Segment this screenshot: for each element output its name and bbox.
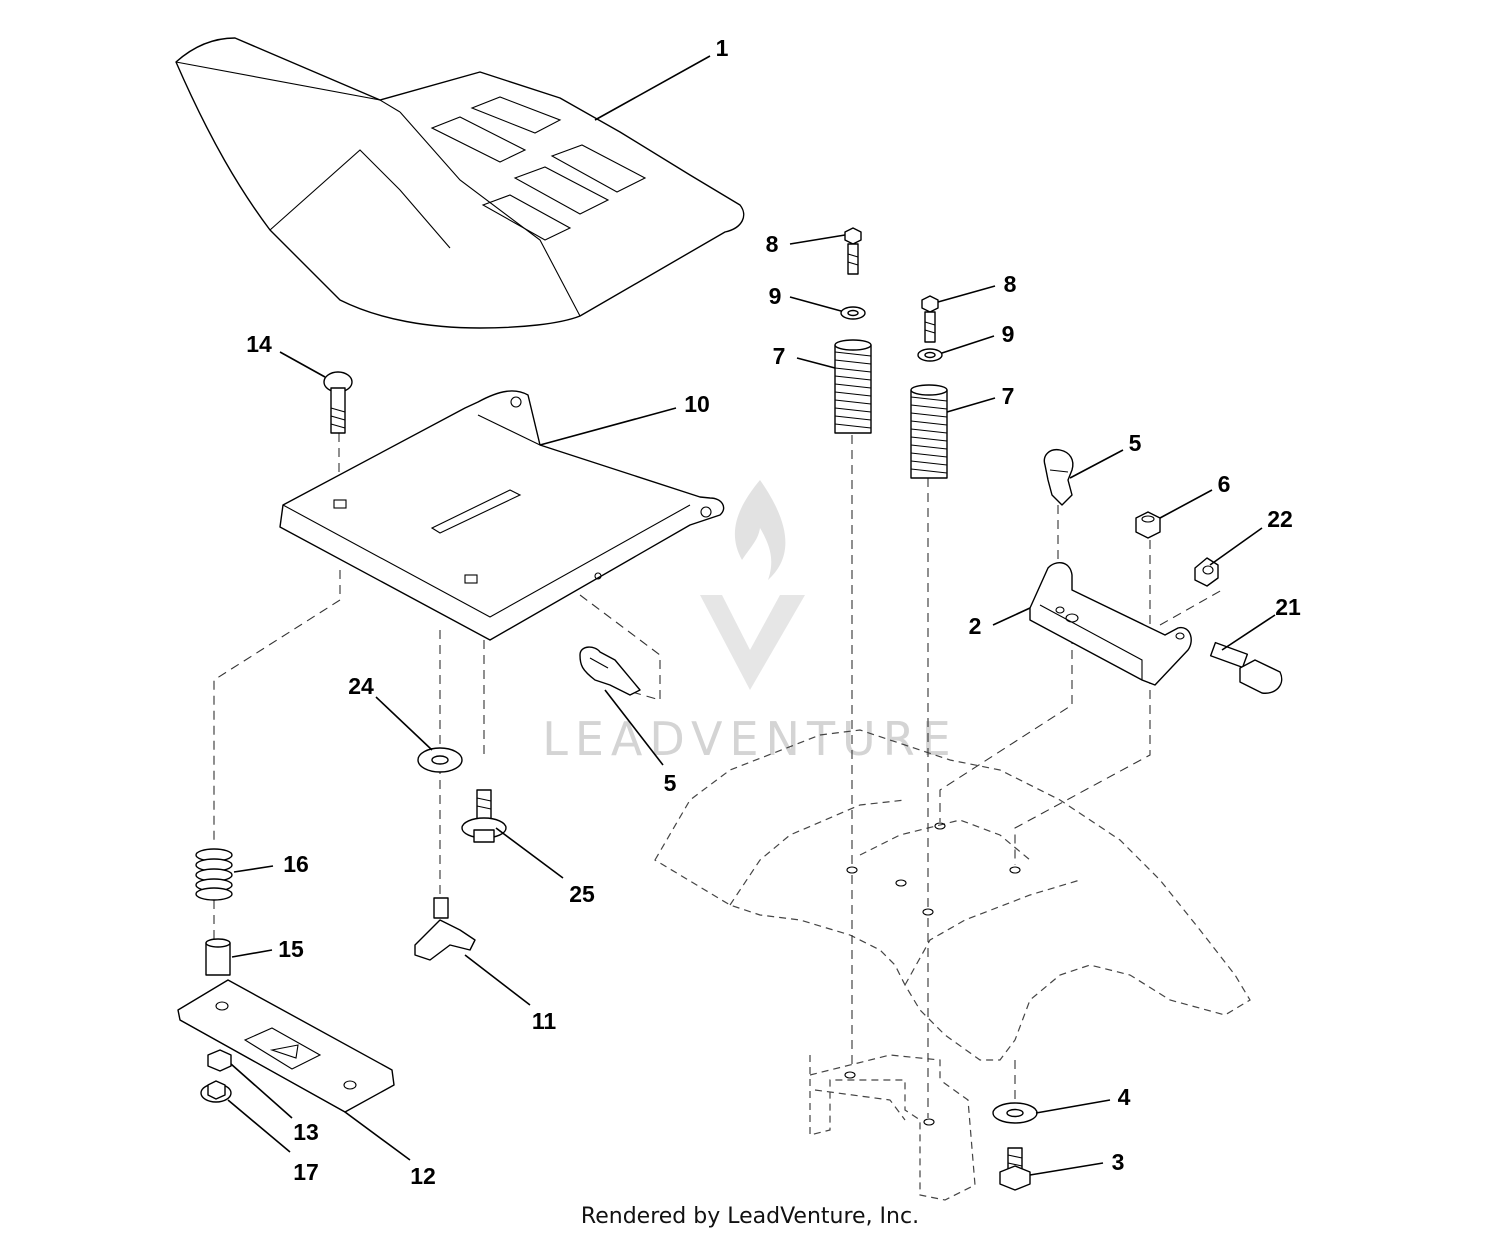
callout-10: 10 [539,391,710,446]
callout-13: 13 [230,1063,319,1145]
callout-5-left: 5 [604,689,677,796]
callout-24: 24 [348,673,433,751]
callout-4: 4 [1035,1084,1131,1114]
svg-text:22: 22 [1267,506,1293,532]
seat-bracket-plate-part [177,979,395,1113]
adjustment-knob-part [414,897,476,961]
callout-7-left: 7 [773,343,836,369]
spacer-part [205,938,231,976]
svg-text:9: 9 [769,283,782,309]
carriage-bolt-part [323,371,353,434]
lock-nut-part [1135,511,1161,539]
shoulder-bolt-part-21 [1209,641,1283,694]
callout-22: 22 [1209,506,1293,566]
callout-5-right: 5 [1069,430,1142,479]
screw-part [921,295,939,343]
flange-nut-part [200,1080,232,1103]
seat-spring-part-left [834,339,872,434]
hex-bolt-part [999,1147,1031,1191]
callout-2: 2 [969,607,1031,639]
mower-frame-outline [654,729,1251,1201]
svg-text:7: 7 [773,343,786,369]
callout-14: 14 [246,331,326,378]
flat-washer-part-4 [992,1102,1038,1124]
svg-text:15: 15 [278,936,304,962]
callout-12: 12 [344,1111,436,1189]
svg-text:4: 4 [1118,1084,1131,1110]
svg-text:17: 17 [293,1159,319,1185]
svg-text:13: 13 [293,1119,319,1145]
svg-text:14: 14 [246,331,272,357]
svg-text:24: 24 [348,673,374,699]
callout-15: 15 [231,936,304,962]
hex-nut-part [207,1049,232,1072]
lock-washer-part [840,306,866,320]
svg-text:21: 21 [1275,594,1301,620]
svg-text:8: 8 [766,231,779,257]
callout-11: 11 [464,954,557,1034]
seat-spring-part-right [910,384,948,479]
callout-3: 3 [1029,1149,1125,1176]
callout-16: 16 [233,851,309,877]
callout-17: 17 [227,1099,319,1185]
svg-text:11: 11 [532,1008,557,1034]
svg-text:25: 25 [569,881,595,907]
clip-part-right [1043,448,1074,506]
callout-1: 1 [594,35,729,121]
svg-text:10: 10 [684,391,710,417]
svg-text:5: 5 [664,770,677,796]
screw-part [844,227,862,275]
callout-9-left: 9 [769,283,842,312]
callout-9-right: 9 [941,321,1015,354]
svg-text:2: 2 [969,613,982,639]
callout-25: 25 [495,827,595,907]
render-credit: Rendered by LeadVenture, Inc. [580,1204,920,1229]
watermark-v-icon [700,595,805,690]
svg-text:16: 16 [283,851,309,877]
svg-text:8: 8 [1004,271,1017,297]
callout-21: 21 [1221,594,1301,651]
svg-text:6: 6 [1218,471,1231,497]
callout-6: 6 [1159,471,1231,519]
svg-text:12: 12 [410,1163,436,1189]
pivot-bracket-part [1029,562,1192,686]
watermark-flame-icon [734,480,786,580]
svg-text:7: 7 [1002,383,1015,409]
watermark: LEADVENTURE [542,480,958,766]
callout-8-left: 8 [766,231,846,257]
flat-washer-part [417,747,463,773]
seat-part [175,37,745,329]
svg-text:1: 1 [716,35,729,61]
callout-8-right: 8 [937,271,1017,303]
svg-text:9: 9 [1002,321,1015,347]
clip-part-left [579,646,641,696]
watermark-text: LEADVENTURE [542,712,958,766]
svg-text:5: 5 [1129,430,1142,456]
svg-text:3: 3 [1112,1149,1125,1175]
small-spring-part [195,848,233,901]
callout-7-right: 7 [946,383,1015,413]
seat-pan-part [279,390,725,641]
shoulder-bolt-part [461,789,507,843]
lock-washer-part [917,348,943,362]
hex-nut-part-22 [1194,557,1219,587]
